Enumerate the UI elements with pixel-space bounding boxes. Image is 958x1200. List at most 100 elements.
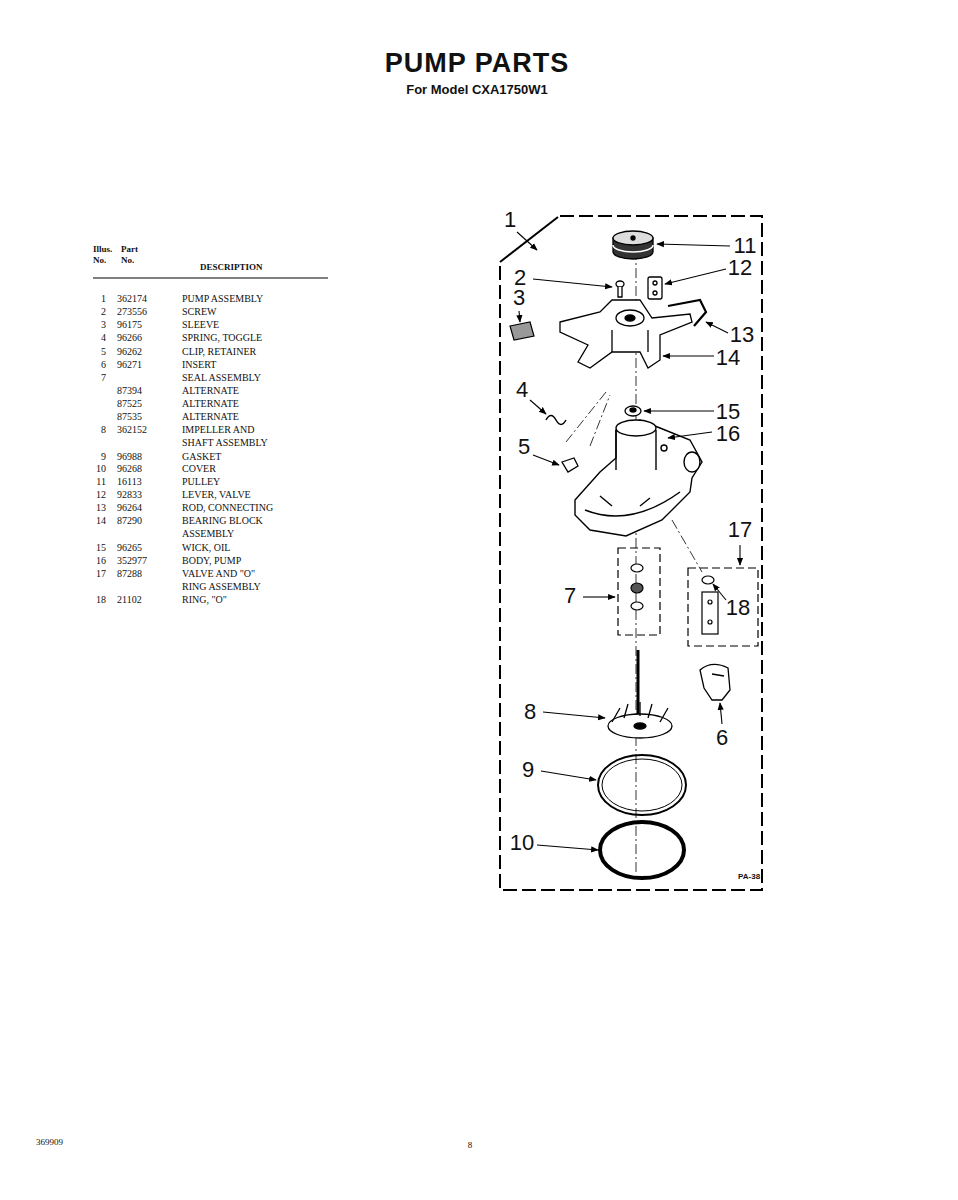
table-header: DESCRIPTION [200, 262, 263, 273]
leader-line [713, 584, 726, 600]
illus-number: 15 [96, 541, 106, 554]
oil-wick [630, 408, 636, 412]
part-description: GASKET [182, 450, 221, 463]
screw [616, 281, 624, 297]
pump-body [585, 492, 680, 516]
part-number: 21102 [117, 593, 142, 606]
bearing-block [616, 310, 644, 326]
valve-lever [648, 277, 662, 299]
part-number: 96266 [117, 331, 142, 344]
part-number: 96262 [117, 345, 142, 358]
part-description: IMPELLER AND SHAFT ASSEMBLY [182, 423, 277, 449]
leader-line [663, 355, 714, 356]
part-number: 273556 [117, 305, 147, 318]
valve-lever [653, 281, 657, 285]
leader-line [668, 432, 712, 438]
leader-line [537, 845, 598, 850]
illus-number: 16 [96, 554, 106, 567]
part-number: 87288 [117, 567, 142, 580]
leader-line [706, 322, 728, 333]
part-description: ALTERNATE [182, 384, 239, 397]
sleeve [510, 322, 534, 340]
center-axis [590, 395, 610, 446]
part-number: 96265 [117, 541, 142, 554]
leader-line [657, 244, 730, 246]
part-description: SPRING, TOGGLE [182, 331, 262, 344]
leader-line [533, 455, 559, 465]
illus-number: 7 [101, 371, 106, 384]
valve-assembly [688, 568, 758, 646]
insert [700, 664, 730, 700]
gasket [598, 755, 686, 815]
toggle-spring [546, 416, 566, 425]
leader-line [517, 232, 537, 250]
pump-body [575, 420, 702, 536]
callout-number: 13 [730, 324, 754, 346]
illus-number: 10 [96, 462, 106, 475]
center-axis [672, 520, 702, 572]
valve-assembly [708, 620, 712, 624]
illus-number: 1 [101, 292, 106, 305]
callout-number: 5 [518, 436, 530, 458]
part-number: 96264 [117, 501, 142, 514]
illus-number: 17 [96, 567, 106, 580]
pulley [631, 236, 635, 240]
seal-assembly [631, 583, 643, 593]
screw [616, 281, 624, 287]
leader-line [519, 311, 520, 322]
assembly-outline [500, 216, 762, 890]
leader-line [665, 269, 726, 284]
bearing-block [647, 330, 648, 352]
part-description: INSERT [182, 358, 216, 371]
leader-line [517, 232, 740, 850]
leader-line [739, 545, 740, 565]
illus-number: 4 [101, 331, 106, 344]
table-rule [93, 277, 328, 278]
assembly-outline [500, 216, 762, 890]
toggle-spring [546, 416, 566, 425]
insert [712, 674, 724, 676]
bearing-block [560, 300, 692, 368]
leader-line [533, 279, 612, 287]
cover [600, 822, 684, 878]
illus-number: 13 [96, 501, 106, 514]
page-number: 8 [468, 1140, 473, 1150]
pump-body [661, 445, 667, 451]
pump-body [575, 420, 702, 536]
callout-number: 11 [734, 235, 757, 257]
sleeve [510, 322, 534, 340]
valve-assembly [702, 592, 718, 634]
valve-lever [648, 277, 662, 299]
part-number: 352977 [117, 554, 147, 567]
callout-number: 16 [716, 423, 740, 445]
part-description: SCREW [182, 305, 216, 318]
callout-number: 1 [504, 209, 516, 231]
part-number: 92833 [117, 488, 142, 501]
callout-number: 17 [728, 519, 752, 541]
illus-number: 18 [96, 593, 106, 606]
part-number: 96175 [117, 318, 142, 331]
part-description: RING, "O" [182, 593, 227, 606]
part-number: 362174 [117, 292, 147, 305]
center-axis [566, 392, 606, 442]
leader-line [541, 771, 596, 780]
illus-number: 5 [101, 345, 106, 358]
gasket [602, 759, 682, 811]
part-description: PUMP ASSEMBLY [182, 292, 263, 305]
insert [700, 664, 730, 700]
page-title: PUMP PARTS [385, 48, 570, 79]
figure-code: PA-38 [738, 872, 760, 881]
screw [618, 287, 622, 297]
pump-body [615, 430, 616, 470]
illus-number: 14 [96, 514, 106, 527]
impeller [608, 650, 672, 738]
seal-assembly [618, 548, 660, 635]
leader-line [583, 596, 615, 597]
valve-assembly [702, 576, 714, 584]
table-header: Part No. [121, 244, 151, 266]
bearing-block [611, 330, 612, 352]
seal-assembly [631, 602, 643, 610]
callout-number: 9 [522, 759, 534, 781]
part-description: ALTERNATE [182, 397, 239, 410]
